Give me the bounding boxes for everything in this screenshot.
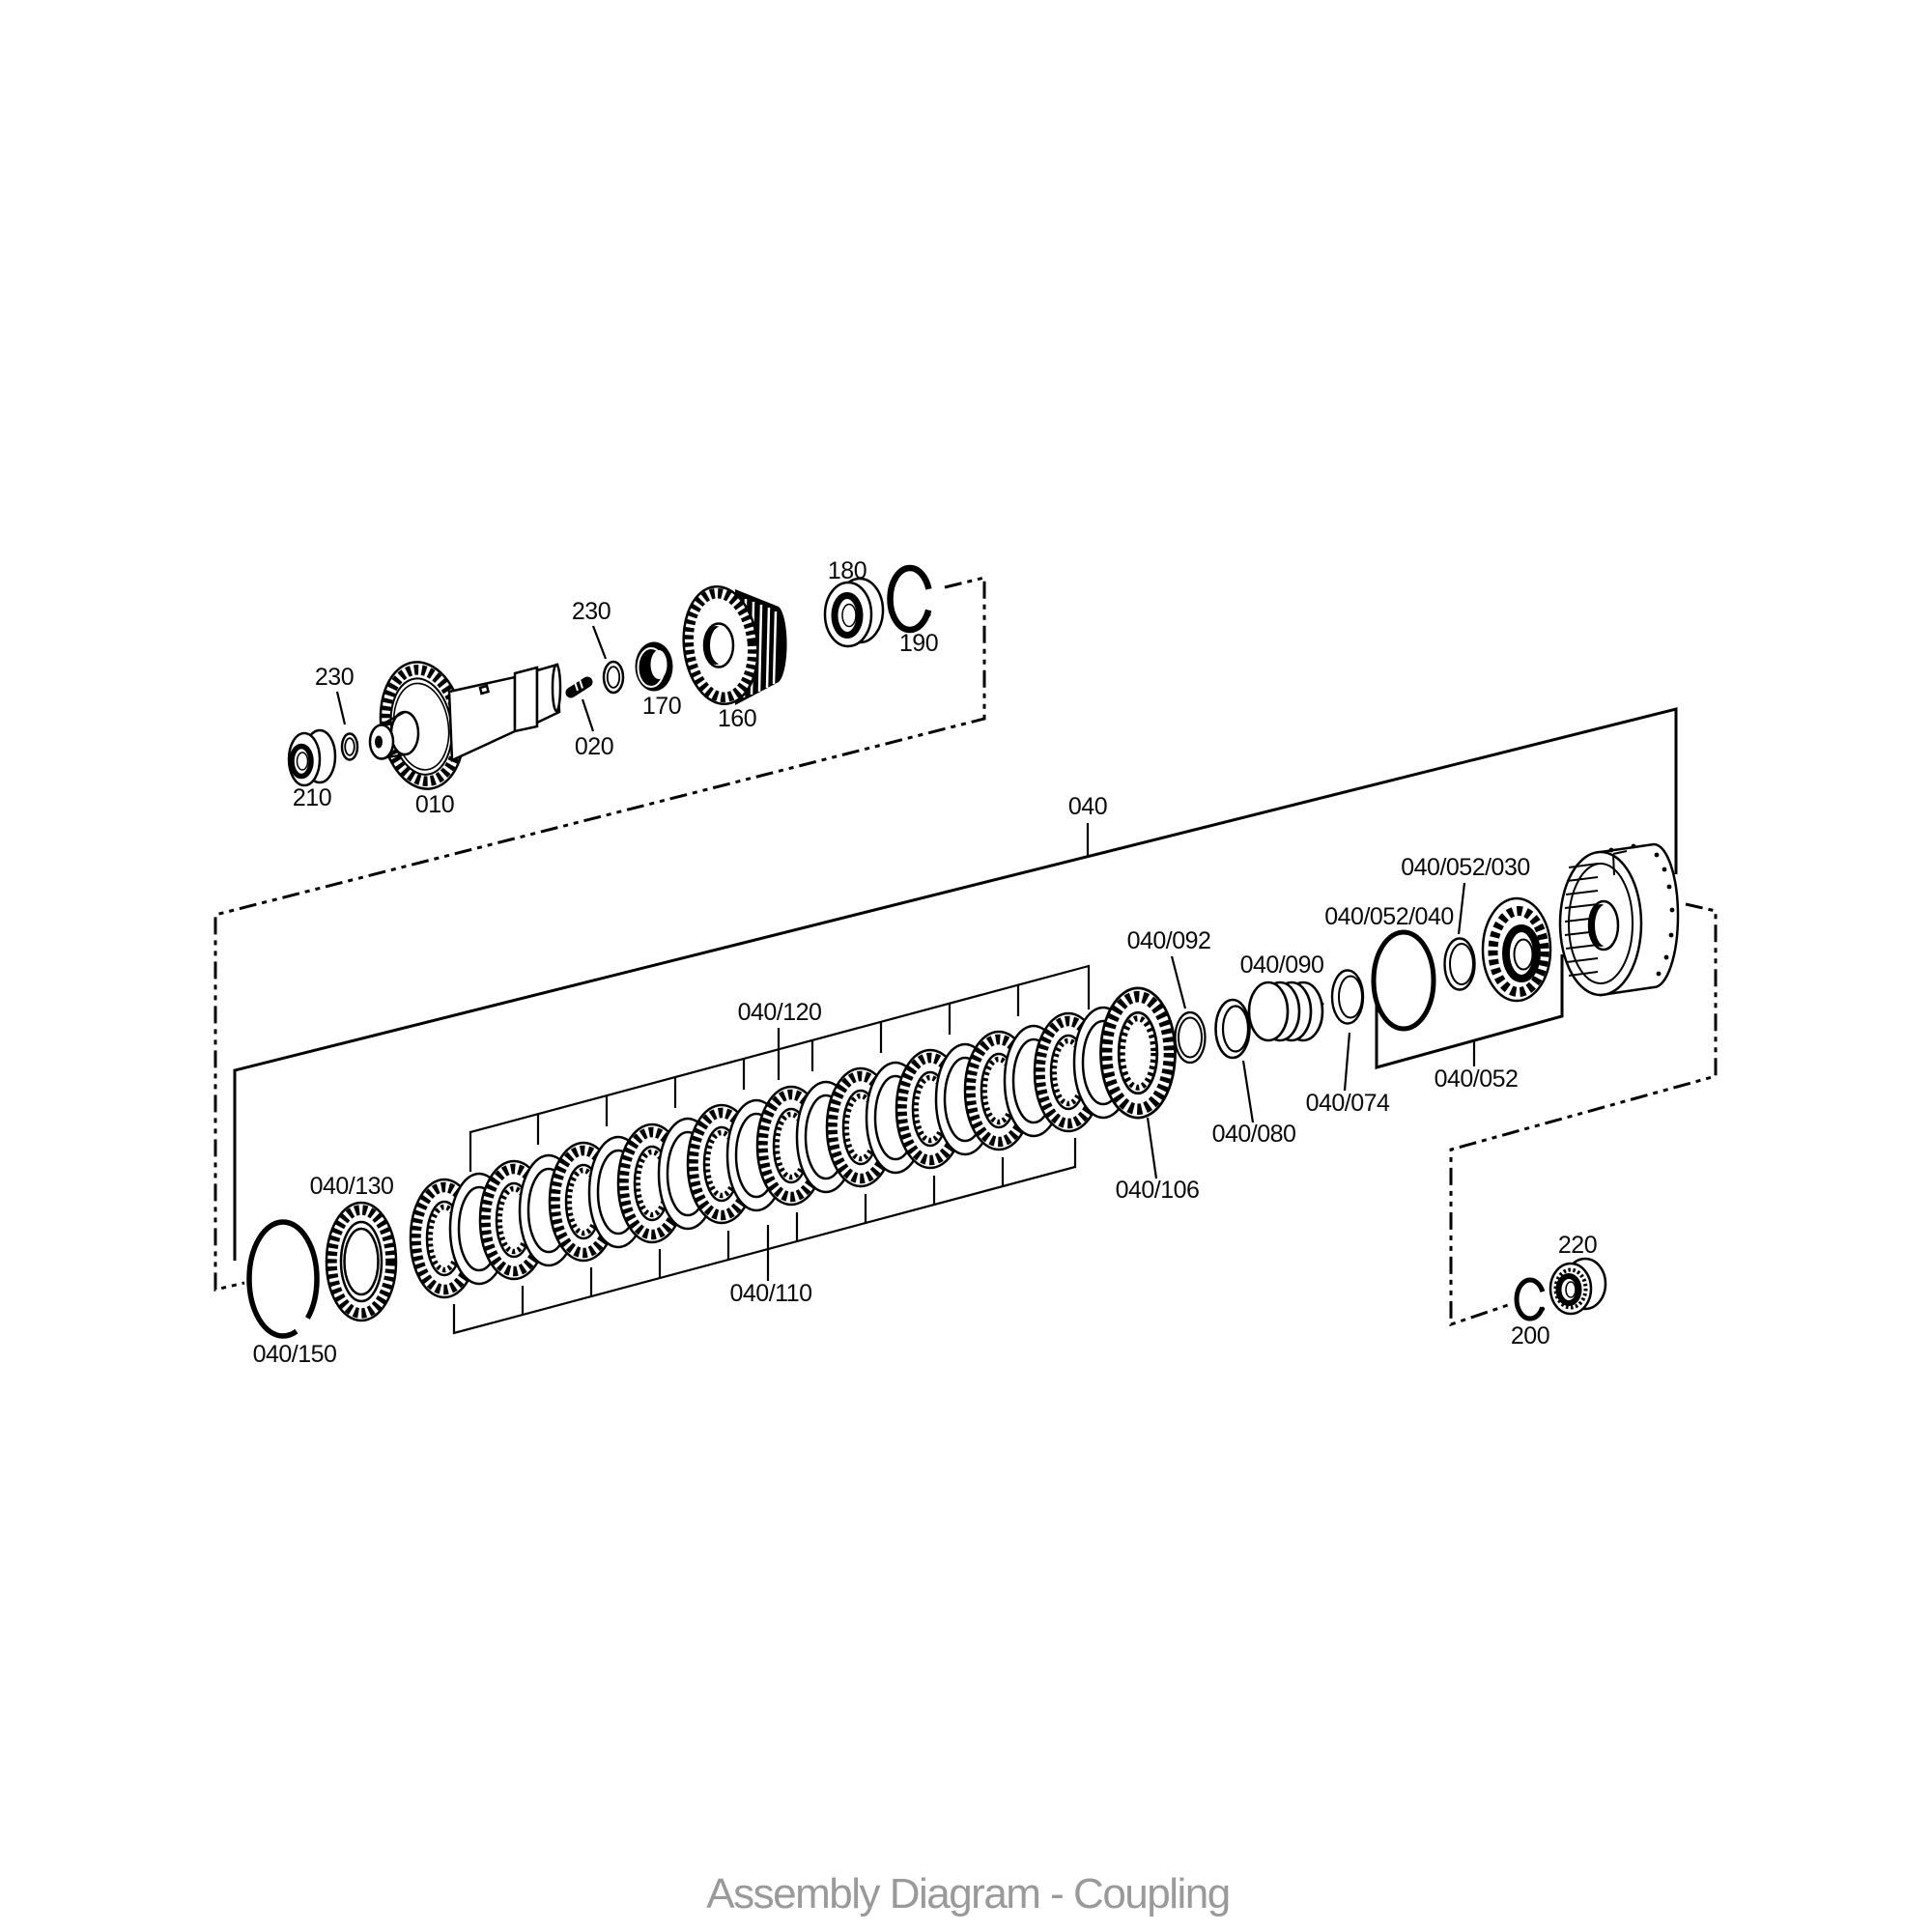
- part-label-040-090: 040/090: [1240, 952, 1324, 979]
- diagram-caption: Assembly Diagram - Coupling: [706, 1870, 1230, 1918]
- snap-ring-040-052-040-drawing: [1371, 929, 1436, 1032]
- washer-230-middle-drawing: [602, 660, 625, 695]
- left-group-boundary-dashdot: [213, 576, 986, 1292]
- right-group-boundary-dashdot: [1449, 902, 1718, 1327]
- part-label-020: 020: [575, 733, 613, 760]
- part-label-040-052-040: 040/052/040: [1324, 903, 1454, 930]
- part-label-200: 200: [1511, 1322, 1549, 1350]
- part-label-190: 190: [899, 630, 938, 657]
- part-label-040: 040: [1068, 793, 1107, 820]
- pin-020-drawing: [565, 676, 593, 698]
- end-disc-040-130-drawing: [325, 1201, 398, 1322]
- bearing-210-drawing: [287, 728, 337, 787]
- bearing-040-052-drawing: [1481, 896, 1552, 1003]
- group-040-bracket: [233, 707, 1678, 1261]
- outer-disc-comb-bracket: [469, 964, 1091, 1172]
- part-label-010: 010: [415, 791, 454, 818]
- part-label-170: 170: [642, 693, 681, 720]
- ring-040-074-drawing: [1330, 969, 1365, 1025]
- part-label-040-052-030: 040/052/030: [1401, 854, 1530, 881]
- clutch-drum-drawing: [1558, 842, 1680, 997]
- part-label-040-052: 040/052: [1435, 1065, 1519, 1093]
- part-label-040-110: 040/110: [729, 1280, 811, 1307]
- snap-ring-040-150-drawing: [246, 1219, 320, 1339]
- washer-230-left-drawing: [340, 732, 359, 761]
- gear-shaft-010-drawing: [368, 661, 562, 790]
- bearing-220-drawing: [1548, 1257, 1607, 1316]
- part-labels: 230 210 010 020 230 170 160 180 190 040 …: [253, 557, 1598, 1368]
- leader-lines: [335, 625, 1466, 1179]
- part-label-180: 180: [828, 557, 867, 584]
- part-label-230-mid: 230: [572, 598, 611, 625]
- gear-hub-160-drawing: [682, 584, 787, 706]
- part-label-040-150: 040/150: [253, 1341, 337, 1368]
- snap-ring-190-drawing: [887, 564, 933, 634]
- ring-040-052-030-drawing: [1443, 937, 1476, 991]
- part-label-210: 210: [293, 784, 331, 811]
- ring-040-092-drawing: [1174, 1010, 1207, 1065]
- part-label-220: 220: [1558, 1232, 1597, 1259]
- part-label-160: 160: [718, 705, 756, 732]
- part-label-230-left: 230: [315, 664, 354, 691]
- part-label-040-120: 040/120: [738, 999, 822, 1026]
- washer-040-080-drawing: [1214, 998, 1251, 1060]
- cone-ring-170-drawing: [635, 641, 673, 692]
- part-label-040-074: 040/074: [1306, 1090, 1390, 1117]
- part-label-040-130: 040/130: [310, 1173, 394, 1200]
- part-label-040-092: 040/092: [1127, 927, 1211, 954]
- bearing-180-drawing: [823, 577, 885, 648]
- inner-disc-comb-bracket: [452, 1138, 1077, 1335]
- snap-ring-200-drawing: [1514, 1277, 1547, 1321]
- coil-spring-040-090-drawing: [1247, 980, 1324, 1042]
- part-label-040-106: 040/106: [1116, 1177, 1200, 1204]
- subgroup-052-bracket: [1375, 954, 1564, 1069]
- end-plate-040-106-drawing: [1101, 988, 1176, 1118]
- part-label-040-080: 040/080: [1212, 1121, 1296, 1148]
